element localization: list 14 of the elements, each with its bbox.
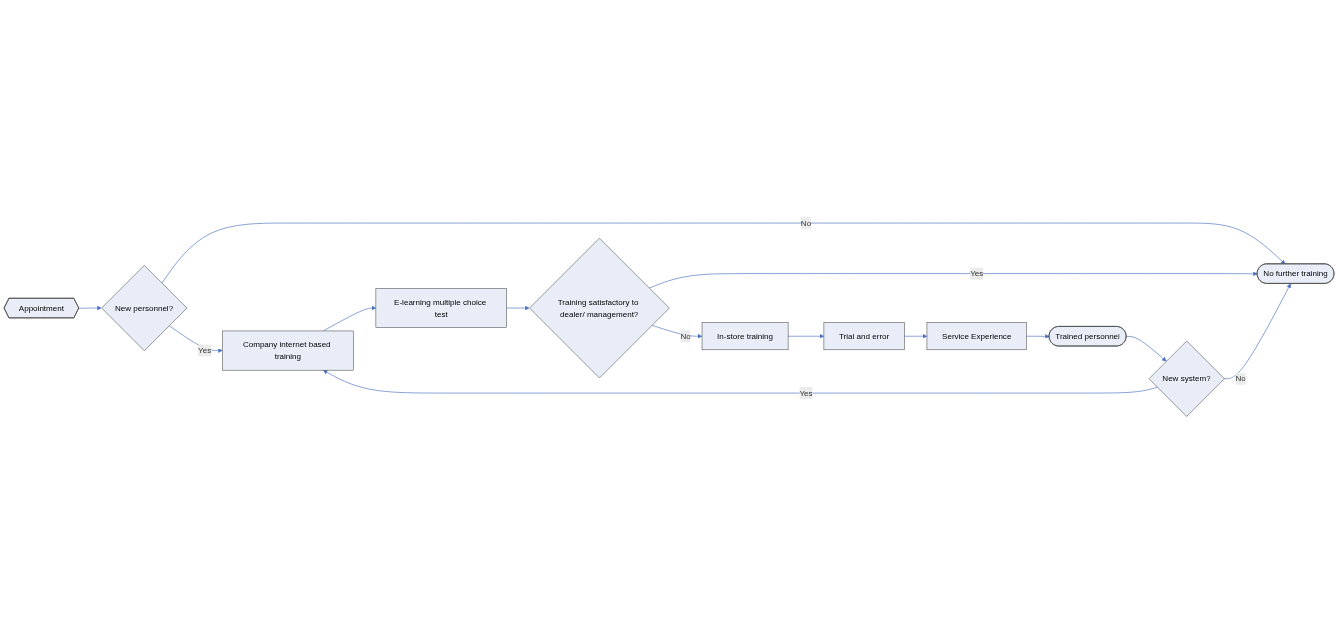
edge-label: Yes <box>198 346 212 355</box>
edge-label: No <box>800 218 812 228</box>
node-box: Company internet based training <box>222 330 354 371</box>
node-diamond: Training satisfactory to dealer/ management? <box>529 238 670 379</box>
edge-label: Yes <box>970 269 984 278</box>
node-box: Trial and error <box>823 322 905 351</box>
edge-label: No <box>1235 374 1246 383</box>
node-box: In-store training <box>701 322 789 351</box>
edge-label: No <box>680 331 691 341</box>
node-diamond: New system? <box>1148 341 1225 417</box>
edge-label: Yes <box>799 388 813 398</box>
node-box: Service Experience <box>926 322 1027 351</box>
node-diamond: New personnel? <box>101 265 188 352</box>
node-box: E-learning multiple choice test <box>375 288 507 329</box>
